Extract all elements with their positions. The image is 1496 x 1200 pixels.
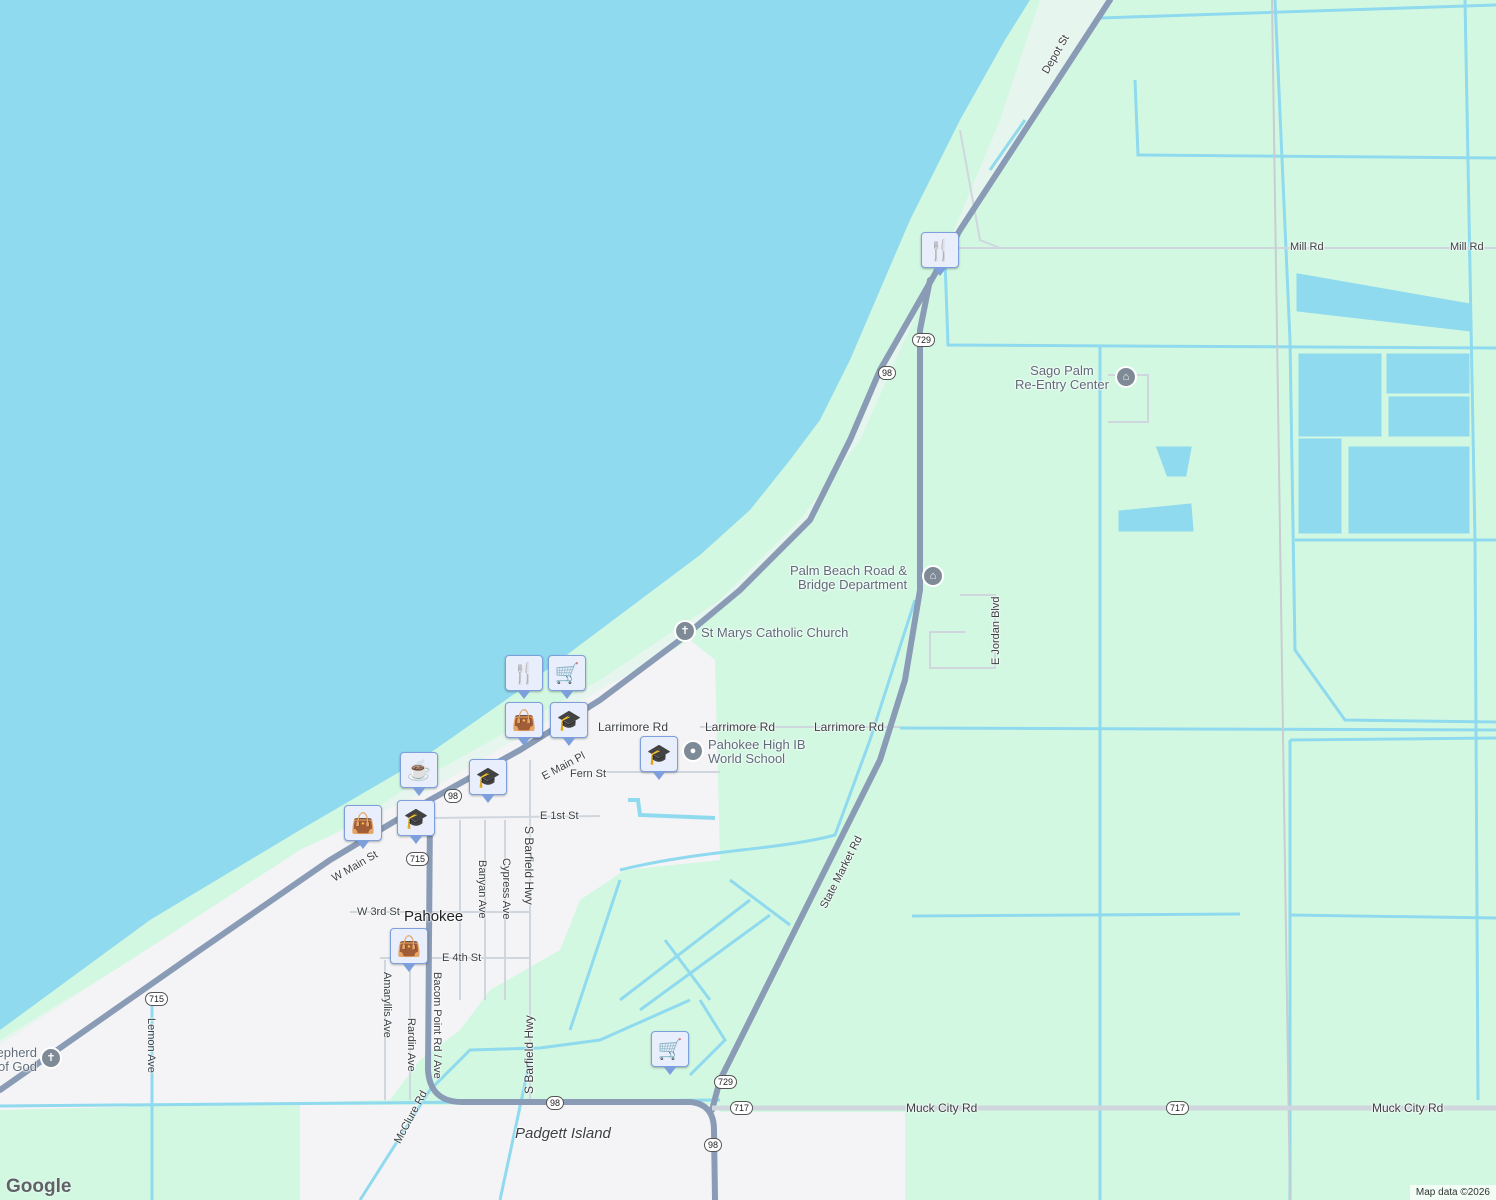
label-cypress-ave: Cypress Ave [500,858,512,920]
urban-area-east [720,1112,905,1200]
label-banyan-ave: Banyan Ave [476,860,488,919]
urban-area [0,640,720,1110]
route-shield-715: 715 [145,992,169,1006]
government-icon: ⌂ [922,565,944,587]
major-roads [0,0,1113,1200]
label-larrimore-rd: Larrimore Rd [598,720,669,734]
beach [0,0,1110,1090]
poi-shepherd-of-god[interactable]: Shepherd of God [0,1046,37,1074]
google-logo: Google [6,1176,72,1197]
poi-palm-beach-road[interactable]: Palm Beach Road & Bridge Department [790,563,908,592]
label-muck-city-rd: Muck City Rd [906,1101,978,1115]
school-pin[interactable]: 🎓 [550,702,588,746]
shopping-bag-pin[interactable]: 👜 [390,928,428,972]
route-shield-729: 729 [912,333,936,347]
route-shield-98: 98 [444,789,463,803]
shopping-cart-pin[interactable]: 🛒 [651,1031,689,1075]
school-pin[interactable]: 🎓 [469,759,507,803]
route-shield-98: 98 [546,1096,565,1110]
map-attribution[interactable]: Map data ©2026 [1409,1185,1496,1200]
us-98-north [0,0,1113,1093]
us-98-south [424,807,718,1200]
label-e-1st-st: E 1st St [540,810,579,822]
label-amaryllis-ave: Amaryllis Ave [381,972,393,1038]
label-e-jordan-blvd: E Jordan Blvd [990,596,1002,665]
label-pahokee: Pahokee [404,908,464,925]
shopping-bag-pin[interactable]: 👜 [505,702,543,746]
church-icon: ✝ [40,1047,62,1069]
label-bacom-point: Bacom Point Rd / Ave [431,972,443,1079]
poi-pahokee-high[interactable]: Pahokee High IB World School [708,737,806,766]
label-larrimore-rd: Larrimore Rd [814,720,885,734]
route-shield-729: 729 [714,1075,738,1089]
label-padgett-island: Padgett Island [515,1125,611,1142]
label-s-barfield-hwy: S Barfield Hwy [522,1015,536,1094]
label-mill-rd: Mill Rd [1450,241,1484,253]
shopping-bag-pin[interactable]: 👜 [344,805,382,849]
route-shield-717: 717 [730,1101,754,1115]
label-larrimore-rd: Larrimore Rd [705,720,776,734]
route-shield-98: 98 [878,366,897,380]
label-rardin-ave: Rardin Ave [405,1018,417,1072]
label-lemon-ave: Lemon Ave [145,1018,157,1073]
restaurant-pin[interactable]: 🍴 [921,232,959,276]
label-s-barfield-hwy: S Barfield Hwy [522,826,536,905]
school-pin[interactable]: 🎓 [397,800,435,844]
label-fern-st: Fern St [570,768,607,780]
label-e-4th-st: E 4th St [442,952,482,964]
church-icon: ✝ [674,620,696,642]
state-market-rd [709,277,933,1113]
school-icon: ● [682,740,704,762]
route-shield-715: 715 [406,852,430,866]
restaurant-pin[interactable]: 🍴 [505,655,543,699]
label-w-3rd-st: W 3rd St [357,906,400,918]
lake-okeechobee [0,0,1030,1030]
route-shield-98: 98 [704,1138,723,1152]
label-muck-city-rd: Muck City Rd [1372,1101,1444,1115]
coffee-pin[interactable]: ☕ [400,752,438,796]
school-pin[interactable]: 🎓 [640,736,678,780]
poi-sago-palm[interactable]: Sago Palm Re-Entry Center [1015,363,1109,392]
label-mill-rd: Mill Rd [1290,241,1324,253]
government-icon: ⌂ [1115,366,1137,388]
route-shield-717: 717 [1166,1101,1190,1115]
poi-st-marys[interactable]: St Marys Catholic Church [701,625,849,640]
shopping-cart-pin[interactable]: 🛒 [548,655,586,699]
